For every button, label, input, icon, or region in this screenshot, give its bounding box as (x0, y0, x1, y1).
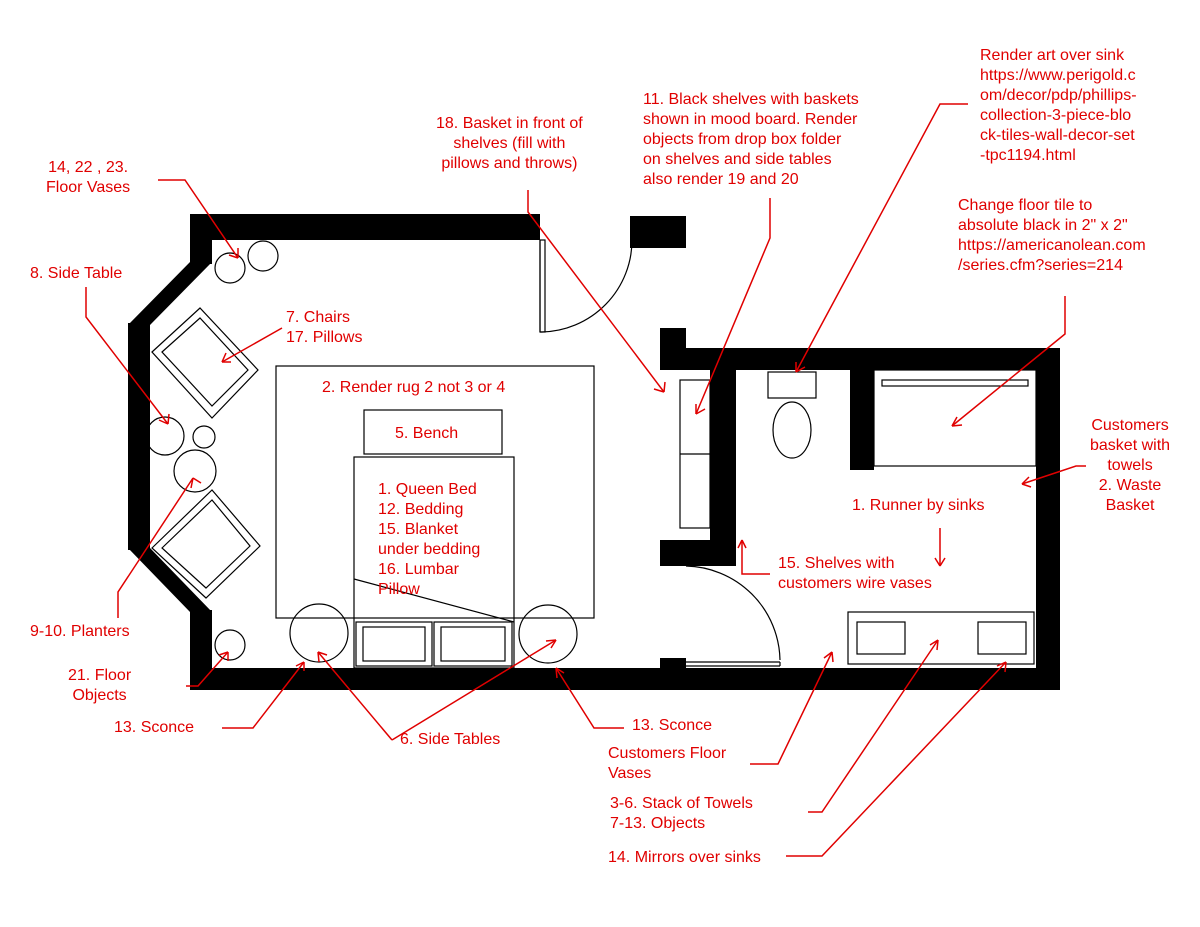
annotation-leader-lines (85, 103, 1086, 857)
label-floor-vases: 14, 22 , 23. Floor Vases (46, 159, 131, 196)
label-render-art: Render art over sink https://www.perigol… (980, 47, 1137, 164)
label-mirrors: 14. Mirrors over sinks (608, 849, 761, 866)
bedroom-entry-door (539, 216, 686, 333)
label-basket-shelves: 18. Basket in front of shelves (fill wit… (436, 115, 583, 172)
label-towels-objects: 3-6. Stack of Towels 7-13. Objects (610, 795, 753, 832)
label-floor-tile: Change floor tile to absolute black in 2… (958, 197, 1146, 274)
label-side-table: 8. Side Table (30, 265, 123, 282)
label-chairs-pillows: 7. Chairs 17. Pillows (286, 309, 363, 346)
label-bed-items: 1. Queen Bed 12. Bedding 15. Blanket und… (378, 481, 481, 598)
label-black-shelves: 11. Black shelves with baskets shown in … (643, 91, 859, 188)
label-wire-vases: 15. Shelves with customers wire vases (778, 555, 932, 592)
label-planters: 9-10. Planters (30, 623, 130, 640)
label-customers-basket: Customers basket with towels 2. Waste Ba… (1090, 417, 1171, 514)
label-sconce-right: 13. Sconce (632, 717, 713, 734)
bathroom-fixtures (767, 369, 1037, 665)
label-runner: 1. Runner by sinks (852, 497, 985, 514)
label-bench: 5. Bench (395, 425, 459, 442)
label-rug: 2. Render rug 2 not 3 or 4 (322, 379, 506, 396)
label-floor-objects: 21. Floor Objects (68, 667, 132, 704)
label-customers-floor-vases: Customers Floor Vases (608, 745, 727, 782)
label-sconce-left: 13. Sconce (114, 719, 195, 736)
label-side-tables: 6. Side Tables (400, 731, 501, 748)
bathroom-door (685, 565, 781, 667)
bathroom-walls (660, 328, 1060, 690)
bedroom-furniture (145, 240, 711, 669)
